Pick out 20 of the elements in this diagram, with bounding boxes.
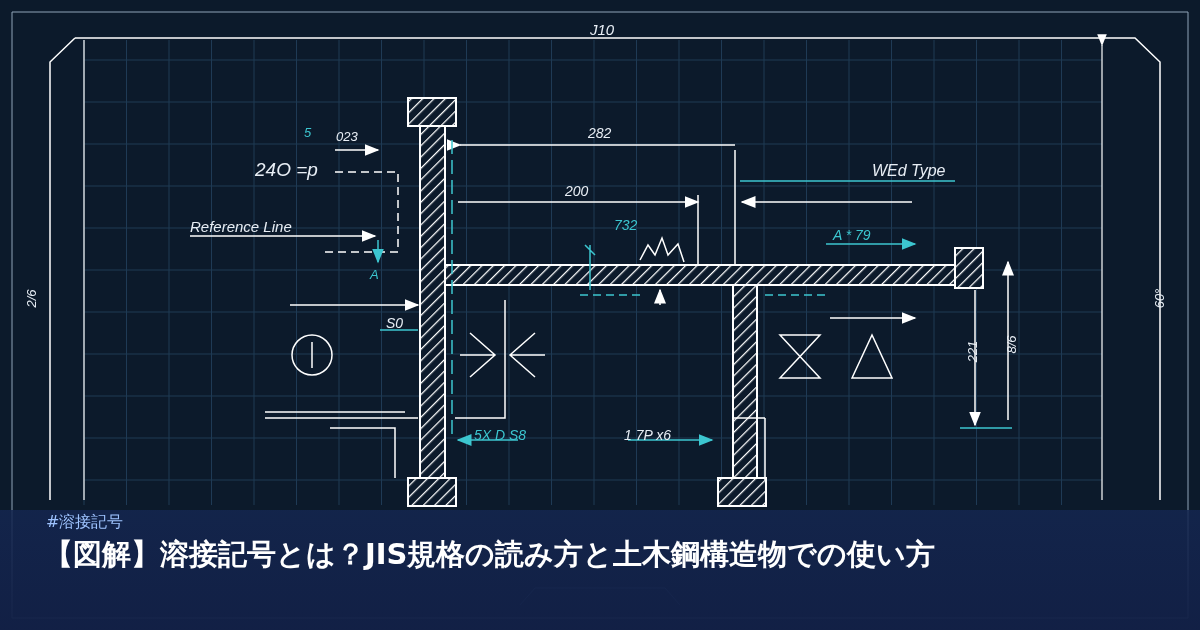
dimension-text: 8/6: [1004, 335, 1018, 354]
dimension-text: 2/6: [24, 289, 38, 308]
dimension-text: 60°: [1153, 288, 1167, 309]
dimension-text: J10: [590, 22, 615, 37]
dimension-text: 200: [565, 184, 589, 198]
hashtag-label: #溶接記号: [46, 514, 124, 530]
weld-dimension-text: 732: [614, 218, 638, 232]
dimension-text: S0: [386, 316, 404, 330]
weld-dimension-text: 5X D S8: [474, 428, 527, 442]
arrow-side-label: A: [370, 268, 379, 281]
weld-size-text: 5: [304, 126, 312, 139]
dimension-text: 023: [336, 130, 358, 143]
page-title: 【図解】溶接記号とは？JIS規格の読み方と土木鋼構造物での使い方: [44, 536, 937, 573]
weld-type-label: WEd Type: [872, 163, 946, 179]
reference-line-label: Reference Line: [190, 219, 292, 234]
weld-symbol-text: 24O =p: [255, 160, 318, 179]
weld-dimension-text: A * 79: [833, 228, 871, 242]
dimension-text: 282: [588, 126, 612, 140]
weld-dimension-text: 1 7P x6: [624, 428, 671, 442]
dimension-text: 221: [966, 340, 980, 363]
